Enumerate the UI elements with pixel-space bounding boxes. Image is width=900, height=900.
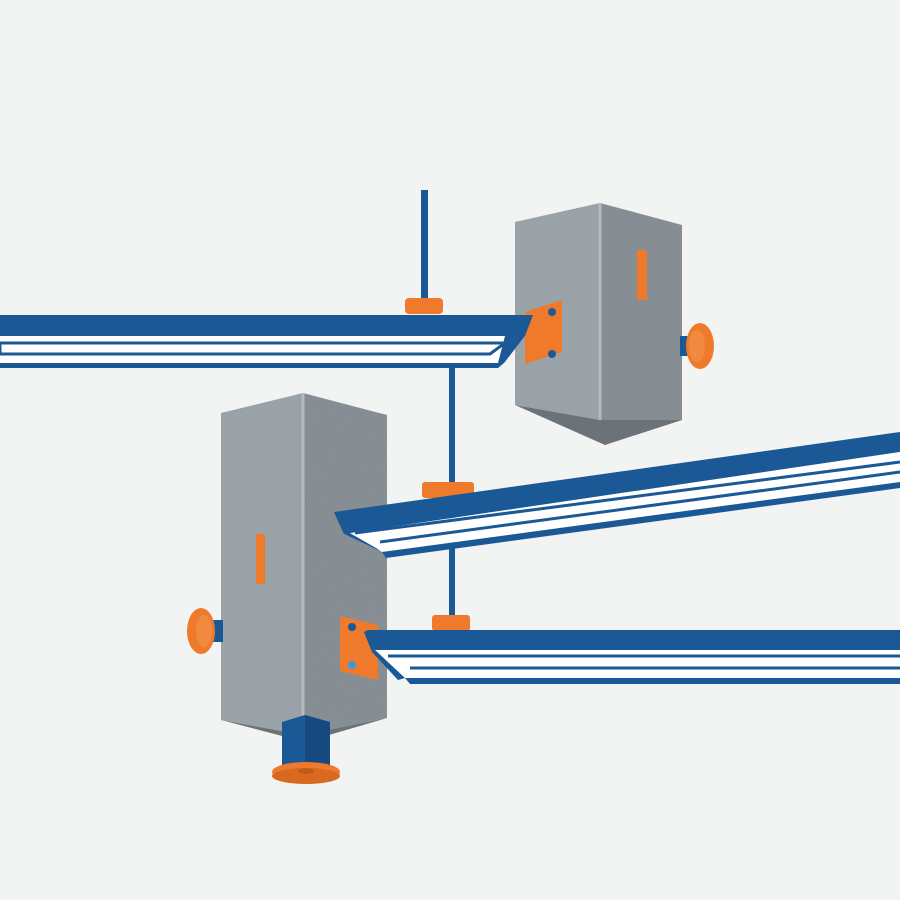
lower-block-knob xyxy=(187,608,223,654)
upper-concrete-block xyxy=(515,203,682,445)
upper-block-bracket xyxy=(525,300,562,364)
top-vertical-rod xyxy=(405,190,443,314)
upper-block-knob xyxy=(680,323,714,369)
middle-vertical-rod xyxy=(422,365,474,631)
top-rail xyxy=(0,315,533,368)
upper-block-orange-slot xyxy=(637,250,647,300)
lower-concrete-block xyxy=(221,393,387,742)
middle-rail xyxy=(334,432,900,558)
lower-block-orange-slot xyxy=(256,534,265,584)
lower-block-base-fitting xyxy=(272,715,340,784)
bottom-rail xyxy=(364,630,900,684)
